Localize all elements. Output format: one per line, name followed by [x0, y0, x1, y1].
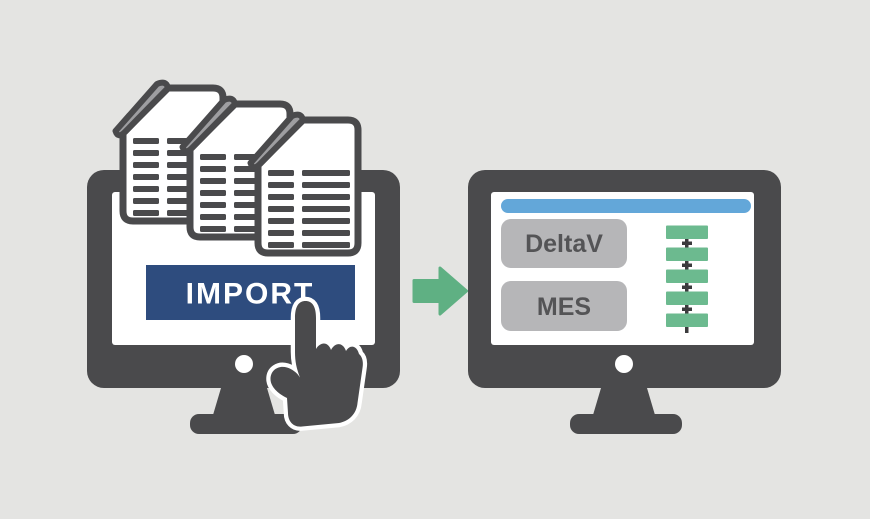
monitor-camera-dot	[615, 355, 633, 373]
ladder-tick	[682, 263, 692, 267]
green-segment	[666, 247, 708, 261]
deltav-panel-background[interactable]	[501, 219, 627, 268]
ladder-tick	[682, 241, 692, 245]
ladder-tick	[682, 285, 692, 289]
left-monitor-stand-neck	[213, 388, 275, 415]
ladder-tick	[682, 307, 692, 311]
hand-pointer-icon	[266, 296, 368, 431]
monitor-camera-dot	[235, 355, 253, 373]
import-button-background[interactable]	[146, 265, 355, 320]
segment-ladder-chart	[666, 225, 708, 333]
deltav-panel-label: DeltaV	[525, 230, 603, 258]
green-segment	[666, 269, 708, 283]
import-button[interactable]: IMPORT	[146, 265, 355, 320]
deltav-panel[interactable]: DeltaV	[501, 219, 627, 268]
screen-header-bar	[501, 199, 751, 213]
result-screen-content: DeltaV MES	[501, 199, 751, 333]
mes-panel-background[interactable]	[501, 281, 627, 331]
import-button-label: IMPORT	[186, 278, 315, 311]
right-monitor-stand-neck	[593, 388, 655, 415]
arrow-right-icon	[412, 266, 468, 316]
green-segment	[666, 313, 708, 327]
green-segment	[666, 225, 708, 239]
mes-panel-label: MES	[537, 293, 591, 321]
mes-panel[interactable]: MES	[501, 281, 627, 331]
left-monitor-stand-base	[190, 414, 302, 434]
green-segment	[666, 291, 708, 305]
right-monitor-stand-base	[570, 414, 682, 434]
